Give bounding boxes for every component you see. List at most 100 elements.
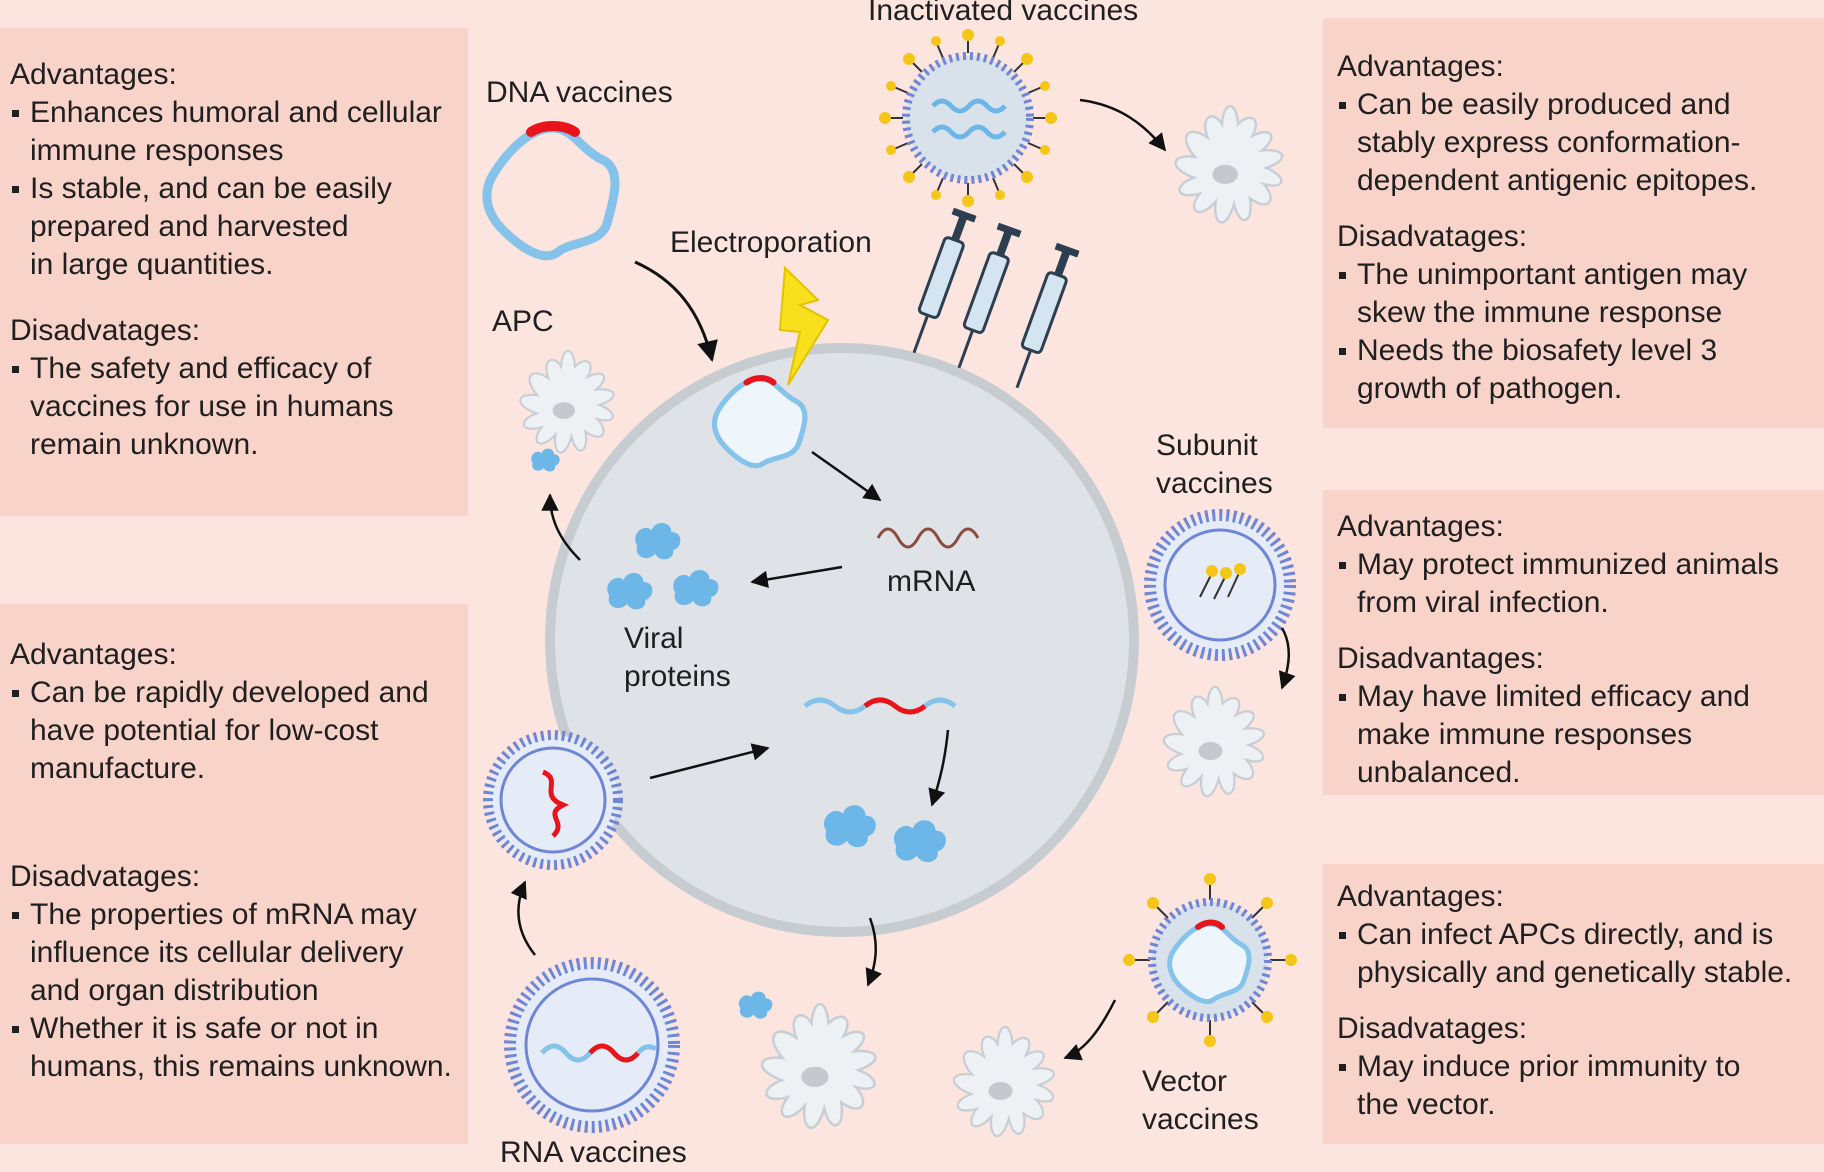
- subunit-vaccines-label-line1: Subunit: [1156, 429, 1258, 462]
- list-item: May protect immunized animals: [1337, 546, 1824, 584]
- electroporation-label: Electroporation: [670, 226, 872, 259]
- list-item-continued: humans, this remains unknown.: [10, 1048, 468, 1086]
- advantages-heading: Advantages:: [10, 638, 177, 671]
- list-item-continued: the vector.: [1337, 1086, 1824, 1124]
- subunit-vaccines-label-line2: vaccines: [1156, 467, 1273, 500]
- disadvantages-list: The safety and efficacy of vaccines for …: [10, 350, 468, 464]
- list-item-text: skew the immune response: [1357, 296, 1723, 329]
- disadvantages-heading: Disadvatages:: [10, 860, 201, 893]
- list-item-continued: in large quantities.: [10, 246, 468, 284]
- subunit-vaccines-label: Subunit vaccines: [1156, 427, 1273, 503]
- list-item-text: immune responses: [30, 134, 284, 167]
- list-item-text: manufacture.: [30, 752, 206, 785]
- viral-proteins-label-line2: proteins: [624, 660, 731, 693]
- disadvantages-list: The properties of mRNA may influence its…: [10, 896, 468, 1086]
- mrna-strand-icon: [876, 527, 980, 549]
- rna-vaccines-label: RNA vaccines: [500, 1136, 687, 1169]
- list-item-continued: unbalanced.: [1337, 754, 1824, 792]
- list-item: Needs the biosafety level 3: [1337, 332, 1824, 370]
- list-item: Can be rapidly developed and: [10, 674, 468, 712]
- list-item-text: have potential for low-cost: [30, 714, 379, 747]
- advantages-list: Can infect APCs directly, and is physica…: [1337, 916, 1824, 992]
- list-item: Is stable, and can be easily: [10, 170, 468, 208]
- advantages-heading: Advantages:: [1337, 510, 1504, 543]
- list-item-text: the vector.: [1357, 1088, 1496, 1121]
- mrna-label: mRNA: [887, 565, 976, 598]
- protein-fragment-icon: [738, 991, 773, 1019]
- subunit-vaccine-panel: Advantages: May protect immunized animal…: [1323, 490, 1824, 795]
- syringe-icon: [912, 207, 977, 354]
- list-item-text: and organ distribution: [30, 974, 319, 1007]
- inactivated-vaccines-label: Inactivated vaccines: [868, 0, 1139, 27]
- subunit-vaccine-arrow: [1278, 627, 1296, 690]
- advantages-list: Can be rapidly developed and have potent…: [10, 674, 468, 788]
- list-item-text: stably express conformation-: [1357, 126, 1741, 159]
- inactivated-virus-icon: [879, 29, 1057, 207]
- apc-label: APC: [492, 305, 554, 338]
- list-item-continued: from viral infection.: [1337, 584, 1824, 622]
- advantages-list: Enhances humoral and cellular immune res…: [10, 94, 468, 284]
- list-item-text: prepared and harvested: [30, 210, 349, 243]
- list-item: Can be easily produced and: [1337, 86, 1824, 124]
- advantages-list: May protect immunized animals from viral…: [1337, 546, 1824, 622]
- list-item-text: from viral infection.: [1357, 586, 1609, 619]
- syringe-icon: [1015, 242, 1080, 389]
- apc-cell-icon: [1162, 685, 1265, 798]
- inactivated-vaccine-panel: Advantages: Can be easily produced and s…: [1323, 18, 1824, 428]
- list-item-continued: have potential for low-cost: [10, 712, 468, 750]
- list-item: May induce prior immunity to: [1337, 1048, 1824, 1086]
- advantages-heading: Advantages:: [1337, 880, 1504, 913]
- disadvantages-list: The unimportant antigen may skew the imm…: [1337, 256, 1824, 408]
- rna-vaccine-arrow: [510, 880, 536, 956]
- list-item-text: vaccines for use in humans: [30, 390, 394, 423]
- lipid-nanoparticle-icon: [483, 730, 623, 870]
- list-item-continued: physically and genetically stable.: [1337, 954, 1824, 992]
- subunit-vaccine-particle-icon: [1144, 509, 1296, 661]
- disadvantages-heading: Disadvatages:: [1337, 220, 1528, 253]
- list-item-text: remain unknown.: [30, 428, 259, 461]
- list-item-text: unbalanced.: [1357, 756, 1521, 789]
- inactivated-vaccine-arrow: [1079, 98, 1167, 152]
- advantages-list: Can be easily produced and stably expres…: [1337, 86, 1824, 200]
- viral-proteins-label-line1: Viral: [624, 622, 684, 655]
- dna-plasmid-icon: [482, 121, 620, 261]
- disadvantages-list: May have limited efficacy and make immun…: [1337, 678, 1824, 792]
- list-item-text: physically and genetically stable.: [1357, 956, 1793, 989]
- list-item-continued: make immune responses: [1337, 716, 1824, 754]
- apc-cell-icon: [760, 1002, 877, 1130]
- list-item: May have limited efficacy and: [1337, 678, 1824, 716]
- rna-vaccine-particle-icon: [504, 957, 680, 1133]
- list-item-text: in large quantities.: [30, 248, 274, 281]
- list-item: The unimportant antigen may: [1337, 256, 1824, 294]
- list-item-continued: manufacture.: [10, 750, 468, 788]
- list-item-continued: remain unknown.: [10, 426, 468, 464]
- advantages-heading: Advantages:: [1337, 50, 1504, 83]
- transcription-arrow: [811, 450, 882, 502]
- list-item-continued: skew the immune response: [1337, 294, 1824, 332]
- disadvantages-heading: Disadvatages:: [10, 314, 201, 347]
- host-cell: [545, 343, 1139, 937]
- protein-fragment-icon: [531, 448, 560, 472]
- list-item-text: growth of pathogen.: [1357, 372, 1623, 405]
- lightning-bolt-icon: [778, 265, 830, 386]
- advantages-heading: Advantages:: [10, 58, 177, 91]
- list-item-continued: and organ distribution: [10, 972, 468, 1010]
- list-item-continued: influence its cellular delivery: [10, 934, 468, 972]
- disadvantages-heading: Disadvantages:: [1337, 642, 1544, 675]
- list-item-continued: prepared and harvested: [10, 208, 468, 246]
- translation-arrow: [750, 565, 843, 589]
- list-item: Enhances humoral and cellular: [10, 94, 468, 132]
- list-item-text: make immune responses: [1357, 718, 1693, 751]
- intracellular-plasmid-icon: [711, 375, 808, 469]
- rna-translation-arrow: [928, 729, 950, 807]
- vector-vaccine-arrow: [1063, 999, 1117, 1061]
- disadvantages-list: May induce prior immunity to the vector.: [1337, 1048, 1824, 1124]
- viral-proteins-label: Viral proteins: [624, 620, 731, 696]
- list-item-continued: growth of pathogen.: [1337, 370, 1824, 408]
- apc-cell-icon: [1174, 104, 1284, 224]
- list-item: Can infect APCs directly, and is: [1337, 916, 1824, 954]
- apc-activation-arrow: [865, 917, 882, 987]
- list-item: The properties of mRNA may: [10, 896, 468, 934]
- apc-cell-icon: [519, 349, 615, 454]
- list-item-continued: dependent antigenic epitopes.: [1337, 162, 1824, 200]
